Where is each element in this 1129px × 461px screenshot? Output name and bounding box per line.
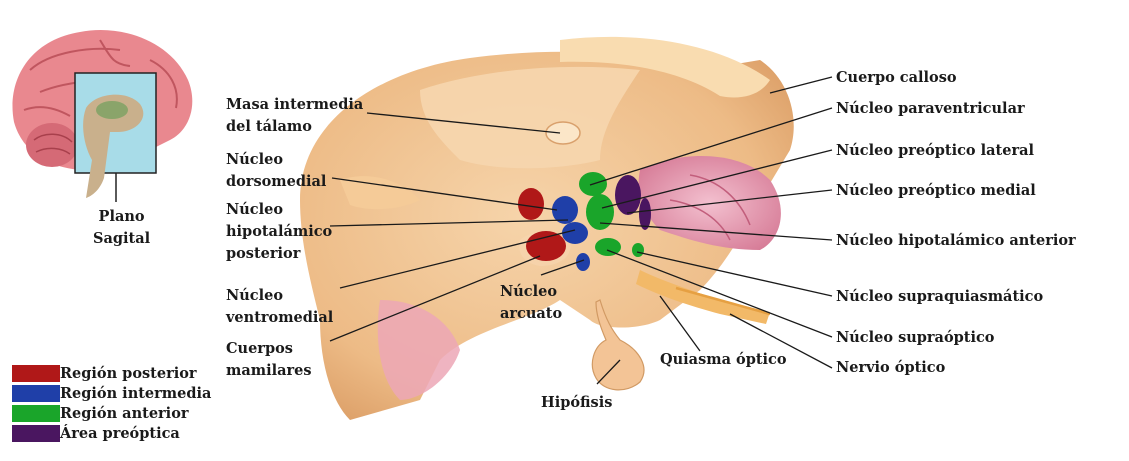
label-dorsomedial: Núcleo dorsomedial	[226, 149, 326, 193]
posterior-nucleus-upper	[518, 188, 544, 220]
label-dorsomedial-line-2: dorsomedial	[226, 171, 326, 193]
label-hipotalamico-posterior-line-2: hipotalámico	[226, 221, 332, 243]
label-supraquiasmatico: Núcleo supraquiasmático	[836, 286, 1043, 308]
label-arcuato-line-1: Núcleo	[500, 281, 562, 303]
label-preoptico-lateral: Núcleo preóptico lateral	[836, 140, 1034, 162]
brain-inset-illustration	[12, 30, 192, 202]
label-hipotalamico-posterior-line-3: posterior	[226, 243, 332, 265]
legend-swatch-posterior	[12, 365, 60, 382]
label-masa-intermedia-line-2: del tálamo	[226, 116, 363, 138]
label-masa-intermedia: Masa intermedia del tálamo	[226, 94, 363, 138]
label-hipotalamico-posterior: Núcleo hipotalámico posterior	[226, 199, 332, 265]
label-cuerpos-mamilares: Cuerpos mamilares	[226, 338, 312, 382]
preoptic-area-lateral	[615, 175, 641, 215]
inset-caption-line-2: Sagital	[93, 228, 150, 250]
label-arcuato: Núcleo arcuato	[500, 281, 562, 325]
inset-caption: Plano Sagital	[93, 206, 150, 250]
legend-label-intermedia: Región intermedia	[60, 384, 211, 404]
legend-swatch-anterior	[12, 405, 60, 422]
legend-label-preoptica: Área preóptica	[60, 424, 180, 444]
label-hipotalamico-posterior-line-1: Núcleo	[226, 199, 332, 221]
label-nervio-optico: Nervio óptico	[836, 357, 945, 379]
legend-label-posterior: Región posterior	[60, 364, 197, 384]
intermediate-nucleus-ventromedial	[562, 222, 588, 244]
label-quiasma: Quiasma óptico	[660, 349, 787, 371]
label-hipofisis: Hipófisis	[541, 392, 612, 414]
label-arcuato-line-2: arcuato	[500, 303, 562, 325]
label-dorsomedial-line-1: Núcleo	[226, 149, 326, 171]
legend-swatch-preoptica	[12, 425, 60, 442]
posterior-nucleus-lower	[526, 231, 566, 261]
legend-label-anterior: Región anterior	[60, 404, 189, 424]
label-cuerpos-mamilares-line-2: mamilares	[226, 360, 312, 382]
anterior-nucleus-suprachiasmatic	[632, 243, 644, 257]
label-cuerpo-calloso: Cuerpo calloso	[836, 67, 957, 89]
anterior-nucleus-hypothalamic	[586, 194, 614, 230]
label-paraventricular: Núcleo paraventricular	[836, 98, 1025, 120]
label-supraoptico: Núcleo supraóptico	[836, 327, 994, 349]
label-hipotalamico-anterior: Núcleo hipotalámico anterior	[836, 230, 1076, 252]
label-cuerpos-mamilares-line-1: Cuerpos	[226, 338, 312, 360]
label-preoptico-medial: Núcleo preóptico medial	[836, 180, 1036, 202]
label-masa-intermedia-line-1: Masa intermedia	[226, 94, 363, 116]
label-ventromedial-line-2: ventromedial	[226, 307, 333, 329]
legend-swatch-intermedia	[12, 385, 60, 402]
label-ventromedial-line-1: Núcleo	[226, 285, 333, 307]
preoptic-area-medial	[639, 198, 651, 230]
label-ventromedial: Núcleo ventromedial	[226, 285, 333, 329]
inset-caption-line-1: Plano	[93, 206, 150, 228]
